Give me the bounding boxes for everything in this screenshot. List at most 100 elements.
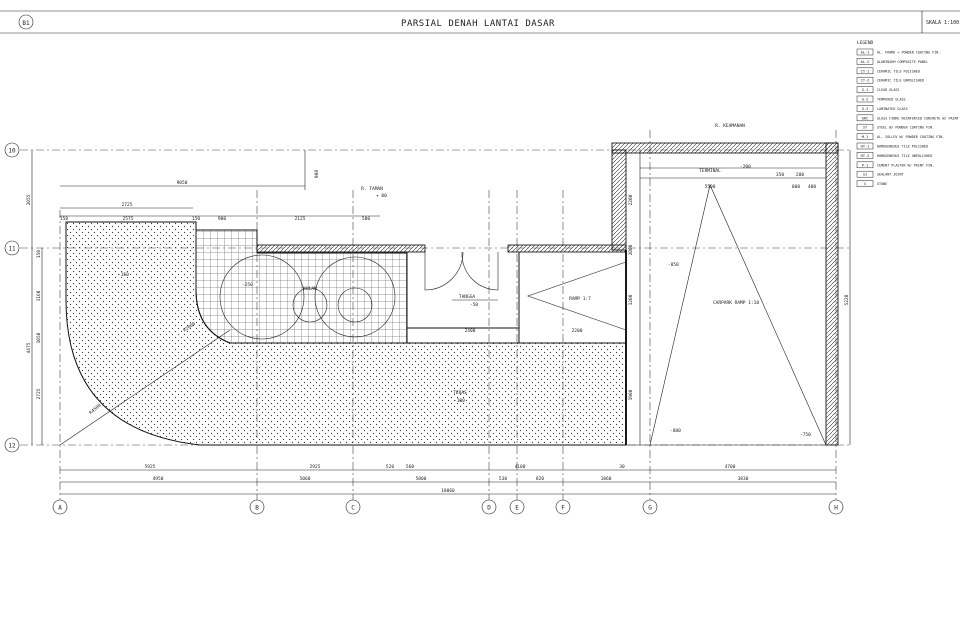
dim-label: 2125 bbox=[295, 216, 306, 222]
legend-code-box bbox=[856, 152, 874, 159]
dim-label: 4100 bbox=[515, 464, 526, 470]
row-bubbles: 10 11 12 bbox=[4, 142, 20, 453]
room-label-ramp: RAMP 1:7 bbox=[569, 296, 591, 302]
legend-code-box bbox=[856, 114, 874, 122]
dim-label: 2055 bbox=[26, 194, 32, 205]
legend-code: ST bbox=[863, 126, 868, 130]
dim-label: 800 bbox=[792, 184, 800, 190]
legend-text: HOMOGENEOUS TILE UNPOLISHED bbox=[877, 154, 932, 158]
legend-code-box bbox=[856, 170, 874, 178]
legend-code: HT-1 bbox=[861, 145, 870, 149]
dim-label: 2925 bbox=[310, 464, 321, 470]
sheet-scale: SKALA 1:100 bbox=[926, 20, 959, 26]
dim-label: 350 bbox=[776, 172, 784, 178]
grid-col-a: A bbox=[58, 505, 62, 512]
dim-label: 150 bbox=[192, 216, 200, 222]
dim-label: 908 bbox=[314, 170, 320, 178]
dim-label: 520 bbox=[386, 464, 394, 470]
dim-label: 2400 bbox=[465, 328, 476, 334]
dim-label: 5800 bbox=[416, 476, 427, 482]
room-label-taman: R. TAMAN bbox=[361, 186, 383, 192]
dim-label: 4950 bbox=[153, 476, 164, 482]
legend-text: HOMOGENEOUS TILE POLISHED bbox=[877, 145, 928, 149]
legend-text: CEMENT PLASTER W/ PAINT FIN. bbox=[877, 163, 934, 167]
wall-segment bbox=[507, 244, 627, 253]
legend-code-box bbox=[856, 105, 874, 112]
legend-code-box bbox=[856, 180, 874, 187]
legend-text: GLASS FIBRE REINFORCED CONCRETE W/ PAINT… bbox=[877, 116, 960, 120]
legend-code: SJ bbox=[863, 173, 867, 177]
legend-code: AL-1 bbox=[861, 51, 870, 55]
sheet-code: B1 bbox=[22, 20, 30, 27]
legend-code: M-1 bbox=[862, 135, 869, 139]
pool-circle-2 bbox=[314, 256, 396, 338]
dim-label: 560 bbox=[406, 464, 414, 470]
legend-text: AL. FRAME + POWDER COATING FIN. bbox=[877, 51, 940, 55]
level-marker: + 00 bbox=[376, 193, 387, 199]
legend-text: ALUMINIUM COMPOSITE PANEL bbox=[877, 60, 928, 64]
legend-item: SJ SEALANT JOINT bbox=[856, 170, 904, 178]
dim-label: 200 bbox=[796, 172, 804, 178]
dim-label: 150 bbox=[60, 216, 68, 222]
dim-label: 2575 bbox=[123, 216, 134, 222]
dim-label: 900 bbox=[218, 216, 226, 222]
room-label-carpark: CARPARK RAMP 1:10 bbox=[713, 300, 759, 306]
dim-label: R4500 bbox=[88, 402, 102, 415]
doors bbox=[424, 251, 499, 301]
dim-label: 4700 bbox=[725, 464, 736, 470]
level-marker: -880 bbox=[670, 428, 681, 434]
room-label-tangga: TANGGA bbox=[459, 294, 476, 300]
dim-label: 2725 bbox=[36, 388, 42, 399]
grid-col-f: F bbox=[561, 505, 565, 512]
legend-code: P-1 bbox=[862, 163, 869, 167]
dim-label: 820 bbox=[536, 476, 544, 482]
dim-label: 1860 bbox=[601, 476, 612, 482]
dim-label: 1900 bbox=[628, 389, 634, 400]
grid-col-c: C bbox=[351, 505, 355, 512]
legend-code-box bbox=[856, 142, 874, 150]
wall-segment bbox=[256, 244, 426, 253]
title-bar: B1 PARSIAL DENAH LANTAI DASAR SKALA 1:10… bbox=[0, 10, 960, 34]
level-marker: -100 bbox=[454, 398, 465, 404]
legend-text: CERAMIC TILE UNPOLISHED bbox=[877, 79, 924, 83]
dim-label: 2200 bbox=[572, 328, 583, 334]
legend-code-box bbox=[856, 123, 874, 131]
ramps bbox=[527, 167, 827, 446]
legend-code-box bbox=[856, 58, 874, 65]
dim-label: 1050 bbox=[36, 332, 42, 343]
dim-label: 1200 bbox=[628, 294, 634, 305]
legend-code: G-1 bbox=[862, 88, 869, 92]
legend-text: TEMPERED GLASS bbox=[877, 98, 906, 102]
dim-label: 5925 bbox=[145, 464, 156, 470]
grid-col-d: D bbox=[487, 505, 491, 512]
legend-code-box bbox=[856, 133, 874, 140]
legend-code: GRC bbox=[862, 116, 869, 120]
grid-col-h: H bbox=[834, 505, 838, 512]
room-label-keamanan: R. KEAMANAN bbox=[715, 123, 745, 129]
legend-item: P-1 CEMENT PLASTER W/ PAINT FIN. bbox=[856, 161, 934, 169]
level-marker: -150 bbox=[118, 272, 129, 278]
grid-row-11: 11 bbox=[8, 246, 16, 253]
legend-code-box bbox=[856, 86, 874, 93]
dim-label: 500 bbox=[362, 216, 370, 222]
level-markers: -200 -250 -150 -100 -50 -850 -750 -880 +… bbox=[118, 164, 811, 438]
sheet-title: PARSIAL DENAH LANTAI DASAR bbox=[401, 19, 555, 29]
level-marker: -200 bbox=[740, 164, 751, 170]
legend-text: SEALANT JOINT bbox=[877, 173, 904, 177]
dim-label: 18060 bbox=[441, 488, 455, 494]
legend-code: G-3 bbox=[862, 107, 869, 111]
room-labels: R. TAMAN KOLAM TANGGA RAMP 1:7 CARPARK R… bbox=[303, 123, 759, 396]
column-bubbles: A B C D E F G H bbox=[52, 499, 844, 515]
legend-code-box bbox=[856, 48, 874, 56]
dim-label: 9050 bbox=[177, 180, 188, 186]
level-marker: -850 bbox=[668, 262, 679, 268]
dim-label: 2000 bbox=[628, 244, 634, 255]
legend-text: AL. SOLLEV W/ POWDER COATING FIN. bbox=[877, 135, 944, 139]
legend-item: HT-1 HOMOGENEOUS TILE POLISHED bbox=[856, 142, 928, 150]
dim-label: 530 bbox=[499, 476, 507, 482]
top-dimensions: 9050 2725 2575 150 900 150 2125 500 908 bbox=[60, 150, 380, 222]
right-dimensions: 5220 5500 400 350 200 800 2200 1200 bbox=[628, 150, 851, 445]
